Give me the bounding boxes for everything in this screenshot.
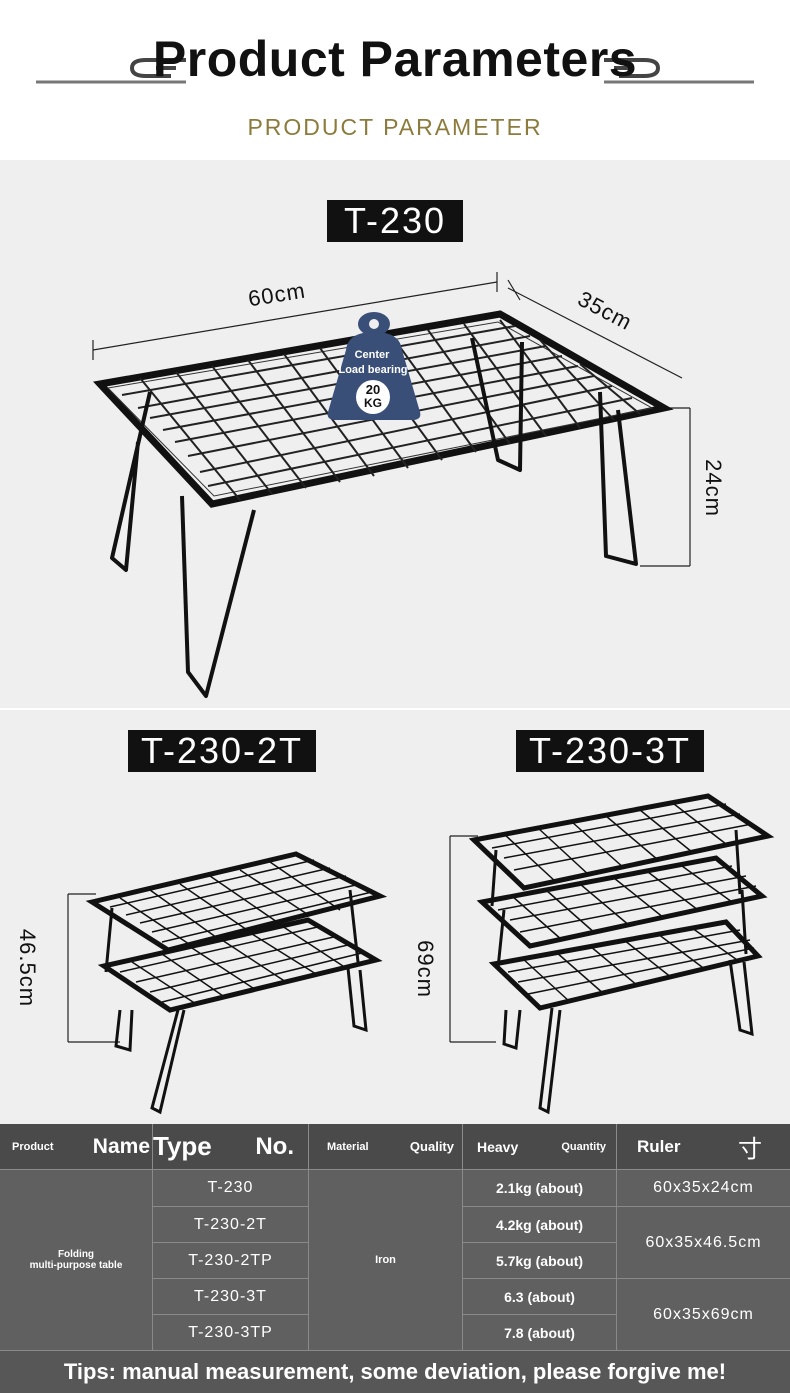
header-heavy-quantity-cell: Heavy Quantity [463, 1124, 617, 1170]
page-subtitle: PRODUCT PARAMETER [247, 114, 543, 140]
header-ruler-cell: Ruler 寸 [617, 1124, 790, 1170]
header-type: Type [153, 1131, 212, 1161]
product-name-line1: Folding [57, 1249, 95, 1260]
weight-cell-3: 5.7kg (about) [463, 1243, 617, 1279]
product-name-cell: Folding multi-purpose table [0, 1170, 153, 1351]
model-label-t230-3t: T-230-3T [516, 730, 704, 772]
load-badge-icon [327, 312, 421, 420]
header-heavy: Heavy [477, 1138, 519, 1155]
dimension-height: 24cm [700, 459, 726, 517]
header-type-no-cell: Type No. [153, 1124, 309, 1170]
type-cell-4: T-230-3T [153, 1279, 309, 1315]
stacked-tables-illustration-icon [67, 793, 775, 1115]
header-name: Name [92, 1134, 150, 1158]
badge-line2: Load bearing [338, 364, 408, 376]
weight-cell-5: 7.8 (about) [463, 1315, 617, 1351]
type-cell-3: T-230-2TP [153, 1243, 309, 1279]
right-hook-decoration-icon [604, 58, 754, 84]
dimension-height-2t: 46.5cm [15, 928, 41, 1008]
spec-table: Product Name Type No. Material Quality H… [0, 1124, 790, 1351]
main-product-section: T-230 [0, 160, 790, 708]
model-label-t230: T-230 [327, 200, 463, 242]
header-no: No. [255, 1132, 294, 1160]
badge-value: 20 [365, 382, 381, 397]
model-label-t230-2t: T-230-2T [128, 730, 316, 772]
size-cell-2: 60x35x46.5cm [617, 1207, 790, 1279]
badge-unit: KG [364, 396, 382, 410]
table-illustration-icon [92, 272, 691, 698]
header-product-name-cell: Product Name [0, 1124, 153, 1170]
left-hook-decoration-icon [36, 58, 186, 84]
type-cell-5: T-230-3TP [153, 1315, 309, 1351]
dimension-height-3t: 69cm [412, 940, 438, 998]
header-quantity: Quantity [561, 1140, 606, 1153]
header-quality: Quality [409, 1139, 454, 1154]
header-ruler-glyph: 寸 [738, 1136, 762, 1163]
type-cell-1: T-230 [153, 1170, 309, 1207]
header-ruler: Ruler [637, 1136, 681, 1156]
badge-line1: Center [354, 349, 390, 361]
material-cell: Iron [309, 1170, 463, 1351]
size-cell-1: 60x35x24cm [617, 1170, 790, 1207]
tips-bar: Tips: manual measurement, some deviation… [0, 1351, 790, 1393]
weight-cell-2: 4.2kg (about) [463, 1207, 617, 1243]
header: Product Parameters PRODUCT PARAMETER [0, 0, 790, 160]
header-material: Material [327, 1140, 369, 1153]
page-title: Product Parameters [152, 31, 638, 87]
type-cell-2: T-230-2T [153, 1207, 309, 1243]
weight-cell-1: 2.1kg (about) [463, 1170, 617, 1207]
header-product: Product [12, 1140, 54, 1153]
weight-cell-4: 6.3 (about) [463, 1279, 617, 1315]
header-material-quality-cell: Material Quality [309, 1124, 463, 1170]
size-cell-3: 60x35x69cm [617, 1279, 790, 1351]
variants-section: T-230-2T T-230-3T [0, 710, 790, 1124]
product-name-line2: multi-purpose table [29, 1260, 123, 1271]
